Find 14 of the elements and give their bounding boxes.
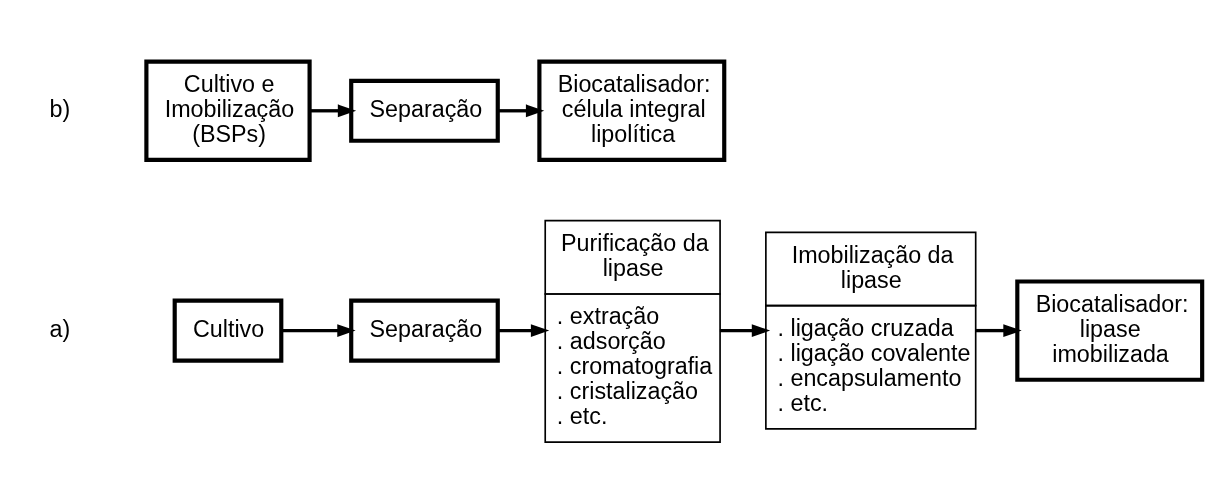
arrow [719, 323, 771, 337]
label: b) [49, 95, 71, 122]
arrow [498, 103, 545, 117]
arrow [309, 103, 357, 117]
node-box: Separação [349, 78, 500, 143]
node-box: Cultivo e Imobilização (BSPs) [144, 59, 312, 162]
arrow [975, 323, 1022, 337]
node-box: Cultivo [172, 298, 284, 363]
node-box: Biocatalisador: lipase imobilizada [1015, 278, 1205, 382]
node-box: Separação [349, 298, 500, 363]
arrow [281, 323, 356, 337]
arrow [498, 323, 550, 337]
node-box: Biocatalisador: célula integral lipolítica [537, 59, 727, 162]
label: a) [49, 315, 71, 342]
